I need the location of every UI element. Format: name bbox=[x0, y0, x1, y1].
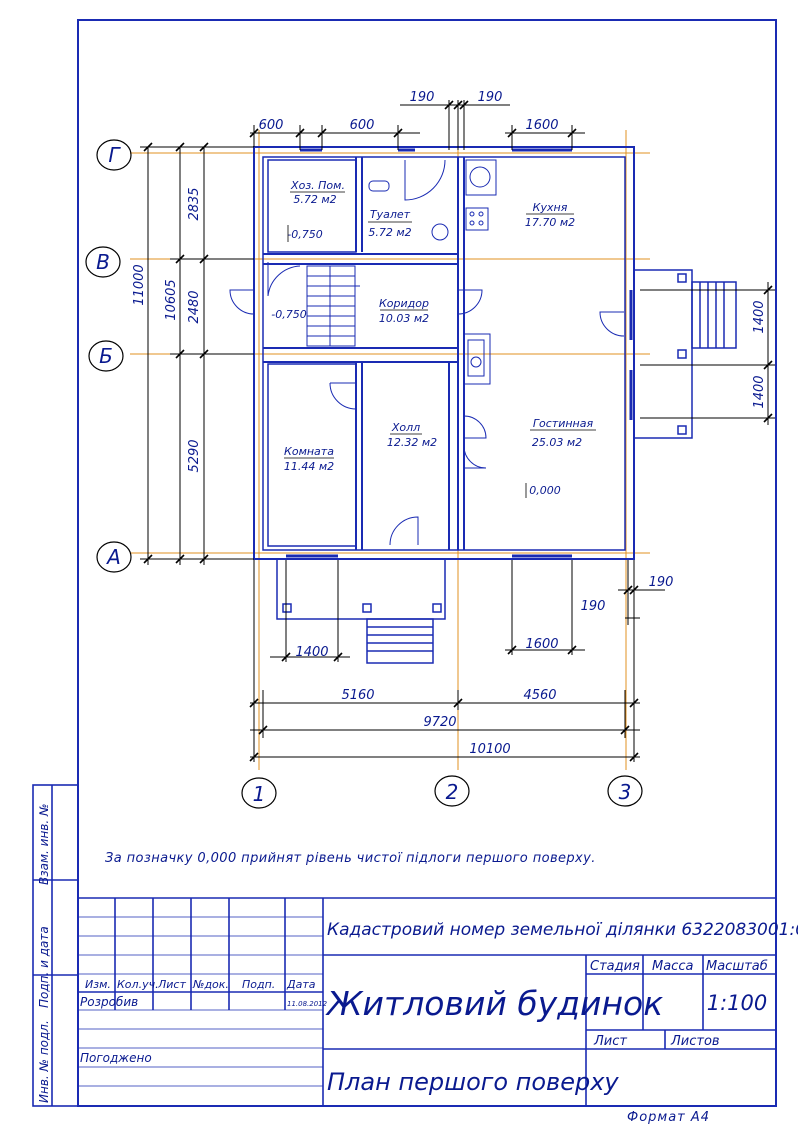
stamp-replace-inv-label: Взам. инв. № bbox=[37, 804, 51, 885]
tb-approved-label: Погоджено bbox=[80, 1051, 152, 1065]
exterior-walls bbox=[253, 146, 635, 560]
room-underlines bbox=[284, 191, 596, 498]
stamp-inv-label: Инв. № подл. bbox=[37, 1020, 51, 1103]
tb-date: 11.08.2012 bbox=[287, 1000, 328, 1008]
dim-right-porch-1: 1400 bbox=[752, 300, 767, 333]
room-name-hall: Холл bbox=[391, 421, 420, 434]
sheet-frame bbox=[77, 19, 777, 1107]
front-porch bbox=[276, 558, 446, 664]
building-title: Житловий будинок bbox=[325, 984, 663, 1023]
tb-header-list: Лист bbox=[157, 978, 186, 991]
tb-scale-value: 1:100 bbox=[707, 991, 768, 1015]
fixtures bbox=[368, 159, 497, 385]
dim-top-2: 600 bbox=[350, 118, 375, 133]
room-name-corridor: Коридор bbox=[379, 297, 429, 310]
cadastral-number: Кадастровий номер земельної ділянки 6322… bbox=[327, 920, 798, 940]
tb-developed-label: Розробив bbox=[80, 995, 138, 1009]
dim-right-small-2: 190 bbox=[581, 599, 606, 614]
stamp-sign-date-label: Подп. и дата bbox=[37, 926, 51, 1008]
dim-bottom-window-1: 1400 bbox=[295, 645, 328, 660]
tb-header-doc: №док. bbox=[192, 978, 229, 991]
room-area-toilet: 5.72 м2 bbox=[368, 226, 411, 239]
tb-header-kol: Кол.уч. bbox=[117, 978, 159, 991]
side-stamp-frame bbox=[32, 784, 79, 1107]
dim-top-4: 190 bbox=[478, 90, 503, 105]
room-level-living: 0,000 bbox=[529, 484, 561, 497]
room-level-storage: -0,750 bbox=[287, 228, 322, 241]
stair-level: -0,750 bbox=[271, 308, 306, 321]
tb-stage-label: Стадия bbox=[590, 959, 640, 974]
side-porch bbox=[633, 269, 737, 439]
windows bbox=[286, 148, 633, 558]
doors bbox=[229, 159, 625, 546]
elevation-note: За позначку 0,000 прийнят рівень чистої … bbox=[105, 851, 596, 866]
room-area-room: 11.44 м2 bbox=[284, 460, 334, 473]
tb-header-sign: Подп. bbox=[242, 978, 275, 991]
room-name-toilet: Туалет bbox=[370, 208, 411, 221]
tb-mass-label: Масса bbox=[652, 959, 693, 974]
tb-sheets-label: Листов bbox=[670, 1034, 720, 1049]
dim-left-total: 10605 bbox=[164, 279, 179, 320]
axis-label-col-3: 3 bbox=[619, 780, 632, 804]
room-area-corridor: 10.03 м2 bbox=[379, 312, 429, 325]
dim-bottom-window-2: 1600 bbox=[525, 637, 558, 652]
room-name-kitchen: Кухня bbox=[533, 201, 568, 214]
room-name-storage: Хоз. Пом. bbox=[290, 179, 345, 192]
room-area-hall: 12.32 м2 bbox=[387, 436, 437, 449]
paper-format: Формат А4 bbox=[627, 1110, 710, 1125]
room-area-storage: 5.72 м2 bbox=[293, 193, 336, 206]
axis-label-row-1: Г bbox=[108, 143, 121, 167]
axis-bubbles bbox=[85, 139, 643, 809]
dim-top-1: 600 bbox=[259, 118, 284, 133]
dim-left-row-2: 2480 bbox=[187, 290, 202, 323]
tb-sheet-label: Лист bbox=[593, 1034, 627, 1049]
room-name-living: Гостинная bbox=[533, 417, 594, 430]
room-name-room: Комната bbox=[284, 445, 334, 458]
plan-title: План першого поверху bbox=[327, 1068, 619, 1096]
dim-right-small-1: 190 bbox=[649, 575, 674, 590]
dim-bottom-span-2: 4560 bbox=[523, 688, 556, 703]
dim-right-porch-2: 1400 bbox=[752, 375, 767, 408]
dim-bottom-span-1: 5160 bbox=[341, 688, 374, 703]
dim-left-row-1: 2835 bbox=[187, 187, 202, 220]
dimension-lines bbox=[140, 100, 775, 762]
dim-left-overall: 11000 bbox=[132, 264, 147, 305]
title-block-rows bbox=[78, 916, 323, 1087]
axis-label-row-4: А bbox=[105, 545, 121, 569]
dimension-ticks bbox=[143, 100, 773, 762]
tb-scale-label: Масштаб bbox=[706, 959, 768, 974]
axis-label-row-3: Б bbox=[99, 344, 113, 368]
axis-label-col-1: 1 bbox=[253, 782, 266, 806]
dim-top-5: 1600 bbox=[525, 118, 558, 133]
dim-top-3: 190 bbox=[410, 90, 435, 105]
axis-label-col-2: 2 bbox=[446, 780, 459, 804]
axis-label-row-2: В bbox=[96, 250, 110, 274]
room-area-living: 25.03 м2 bbox=[532, 436, 582, 449]
dim-bottom-total-inner: 9720 bbox=[423, 715, 456, 730]
tb-header-izm: Изм. bbox=[85, 978, 111, 991]
dim-left-row-3: 5290 bbox=[187, 439, 202, 472]
room-area-kitchen: 17.70 м2 bbox=[525, 216, 575, 229]
dim-bottom-total-outer: 10100 bbox=[469, 742, 510, 757]
interior-stair bbox=[306, 265, 360, 347]
tb-header-date: Дата bbox=[286, 978, 316, 991]
